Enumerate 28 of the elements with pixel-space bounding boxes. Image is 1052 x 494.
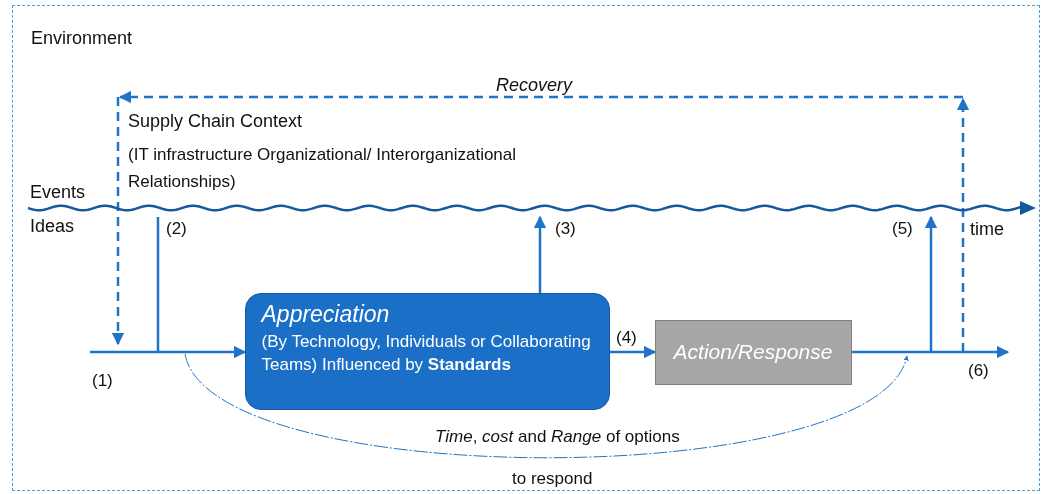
context-text: (IT infrastructure Organizational/ Interorganizational Relationships) <box>128 144 518 193</box>
wavy-timeline-arrow <box>27 198 1036 217</box>
edge-label: (4) <box>616 327 637 349</box>
node-title: Action/Response <box>673 340 833 364</box>
edge-label: (3) <box>555 218 576 240</box>
edge-label: (6) <box>968 360 989 382</box>
process-box <box>654 319 852 385</box>
edge-label: (1) <box>92 370 113 392</box>
axis-label: Ideas <box>30 215 75 237</box>
environment-frame <box>12 5 1040 491</box>
edge-label: (5) <box>892 218 913 240</box>
arrow <box>924 215 938 352</box>
arrow <box>533 215 547 293</box>
process-box <box>244 292 610 410</box>
edge-label: (2) <box>166 218 187 240</box>
arrow <box>852 345 1010 359</box>
node-text: (By Technology, Individuals or Collaborating Teams) Influenced by Standards <box>261 330 592 376</box>
region-label: Environment <box>31 28 133 49</box>
arrow <box>610 345 657 359</box>
note-text: Time, cost and Range of options <box>435 426 680 448</box>
note-text: to respond <box>512 468 593 490</box>
connector-line <box>156 217 160 352</box>
axis-label: time <box>970 218 1004 240</box>
loop-label: Recovery <box>496 74 573 96</box>
arrow <box>90 345 247 359</box>
node-title: Appreciation <box>261 299 391 328</box>
axis-label: Events <box>30 181 86 203</box>
context-heading: Supply Chain Context <box>128 110 303 132</box>
